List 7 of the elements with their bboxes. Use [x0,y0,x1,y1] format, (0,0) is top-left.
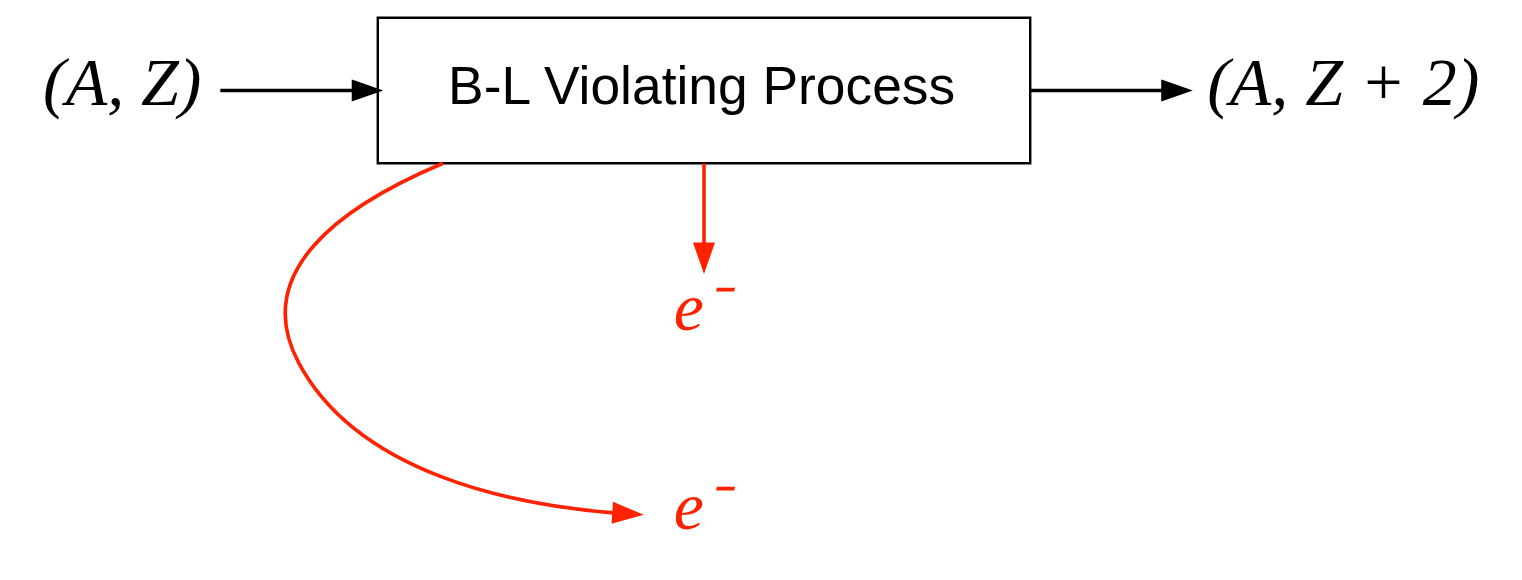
arrow [692,163,716,274]
arrow [283,161,644,524]
node-text: (A, Z) [43,43,202,120]
node-text: (A, Z + 2) [1207,43,1480,120]
arrow [220,79,384,102]
arrow [1030,79,1193,102]
node-box: B-L Violating Process [376,16,1032,165]
